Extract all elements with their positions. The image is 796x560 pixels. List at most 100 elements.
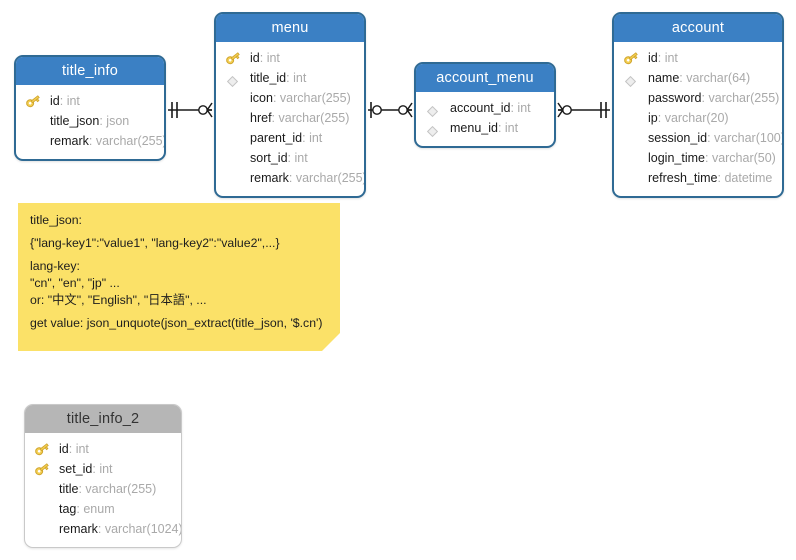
- field-name: title_json: [50, 114, 100, 128]
- field-type: varchar(255): [278, 111, 350, 125]
- field-row-account_menu-menu_id[interactable]: menu_id: int: [416, 118, 554, 138]
- relationship-menu-account_menu: [368, 102, 413, 118]
- field-row-title_info_2-id[interactable]: id: int: [25, 439, 181, 459]
- field-separator: :: [76, 502, 84, 516]
- sticky-note: title_json:{"lang-key1":"value1", "lang-…: [18, 203, 340, 351]
- field-name: id: [50, 94, 60, 108]
- field-type: varchar(100): [714, 131, 784, 145]
- field-name: href: [250, 111, 272, 125]
- field-separator: :: [302, 131, 310, 145]
- field-separator: :: [259, 51, 267, 65]
- field-row-account-login_time[interactable]: login_time: varchar(50): [614, 148, 782, 168]
- field-separator: :: [68, 442, 76, 456]
- field-row-account-password[interactable]: password: varchar(255): [614, 88, 782, 108]
- field-separator: :: [497, 121, 505, 135]
- field-type: varchar(50): [711, 151, 776, 165]
- note-line: get value: json_unquote(json_extract(tit…: [30, 316, 323, 330]
- key-icon-glyph: [35, 443, 49, 456]
- field-name: sort_id: [250, 151, 288, 165]
- key-icon: [34, 462, 50, 476]
- diamond-icon: [226, 73, 239, 88]
- field-row-account-refresh_time[interactable]: refresh_time: datetime: [614, 168, 782, 188]
- field-name: title_id: [250, 71, 287, 85]
- field-row-menu-sort_id[interactable]: sort_id: int: [216, 148, 364, 168]
- field-type: int: [664, 51, 678, 65]
- diamond-icon: [426, 103, 439, 118]
- field-separator: :: [288, 171, 296, 185]
- field-name: ip: [648, 111, 658, 125]
- field-name: password: [648, 91, 702, 105]
- field-row-account_menu-account_id[interactable]: account_id: int: [416, 98, 554, 118]
- field-type: int: [309, 131, 323, 145]
- field-type: enum: [83, 502, 115, 516]
- field-row-title_info_2-tag[interactable]: tag: enum: [25, 499, 181, 519]
- field-row-menu-parent_id[interactable]: parent_id: int: [216, 128, 364, 148]
- field-row-title_info_2-title[interactable]: title: varchar(255): [25, 479, 181, 499]
- field-type: varchar(255): [708, 91, 780, 105]
- field-separator: :: [272, 91, 280, 105]
- field-row-menu-id[interactable]: id: int: [216, 48, 364, 68]
- field-type: int: [293, 71, 307, 85]
- diamond-icon: [624, 73, 637, 88]
- field-name: parent_id: [250, 131, 303, 145]
- field-row-title_info-id[interactable]: id: int: [16, 91, 164, 111]
- field-name: id: [648, 51, 658, 65]
- field-row-menu-icon[interactable]: icon: varchar(255): [216, 88, 364, 108]
- field-name: remark: [59, 522, 98, 536]
- key-icon-glyph: [624, 52, 638, 65]
- field-row-account-id[interactable]: id: int: [614, 48, 782, 68]
- field-type: int: [266, 51, 280, 65]
- field-row-account-ip[interactable]: ip: varchar(20): [614, 108, 782, 128]
- field-separator: :: [78, 482, 86, 496]
- field-row-account-name[interactable]: name: varchar(64): [614, 68, 782, 88]
- key-icon-glyph: [26, 95, 40, 108]
- key-icon: [25, 94, 41, 108]
- field-separator: :: [99, 114, 107, 128]
- field-row-menu-href[interactable]: href: varchar(255): [216, 108, 364, 128]
- field-separator: :: [701, 91, 709, 105]
- note-fold-corner: [322, 333, 340, 351]
- field-type: varchar(20): [664, 111, 729, 125]
- field-row-account-session_id[interactable]: session_id: varchar(100): [614, 128, 782, 148]
- field-row-title_info_2-set_id[interactable]: set_id: int: [25, 459, 181, 479]
- field-type: int: [504, 121, 519, 135]
- note-line: "cn", "en", "jp" ...: [30, 276, 120, 290]
- field-type: datetime: [724, 171, 773, 185]
- field-separator: :: [717, 171, 725, 185]
- field-separator: :: [92, 462, 100, 476]
- field-row-title_info-remark[interactable]: remark: varchar(255): [16, 131, 164, 151]
- key-icon: [225, 51, 241, 65]
- entity-title-title_info_2: title_info_2: [25, 405, 181, 433]
- field-name: refresh_time: [648, 171, 718, 185]
- sticky-note-text: title_json:{"lang-key1":"value1", "lang-…: [18, 203, 340, 339]
- diamond-icon-glyph: [426, 125, 439, 138]
- entity-title-menu: menu: [216, 14, 364, 42]
- field-name: name: [648, 71, 680, 85]
- field-row-title_info-title_json[interactable]: title_json: json: [16, 111, 164, 131]
- field-row-title_info_2-remark[interactable]: remark: varchar(1024): [25, 519, 181, 539]
- field-name: title: [59, 482, 79, 496]
- field-row-menu-title_id[interactable]: title_id: int: [216, 68, 364, 88]
- field-separator: :: [657, 111, 665, 125]
- field-separator: :: [286, 71, 294, 85]
- note-line: lang-key:: [30, 259, 80, 273]
- field-type: json: [106, 114, 130, 128]
- field-name: remark: [50, 134, 89, 148]
- field-row-menu-remark[interactable]: remark: varchar(255): [216, 168, 364, 188]
- field-type: varchar(255): [295, 171, 366, 185]
- field-type: varchar(255): [85, 482, 157, 496]
- field-name: set_id: [59, 462, 93, 476]
- entity-title-account_menu: account_menu: [416, 64, 554, 92]
- field-name: tag: [59, 502, 77, 516]
- field-type: int: [66, 94, 80, 108]
- field-type: varchar(255): [279, 91, 351, 105]
- field-name: icon: [250, 91, 273, 105]
